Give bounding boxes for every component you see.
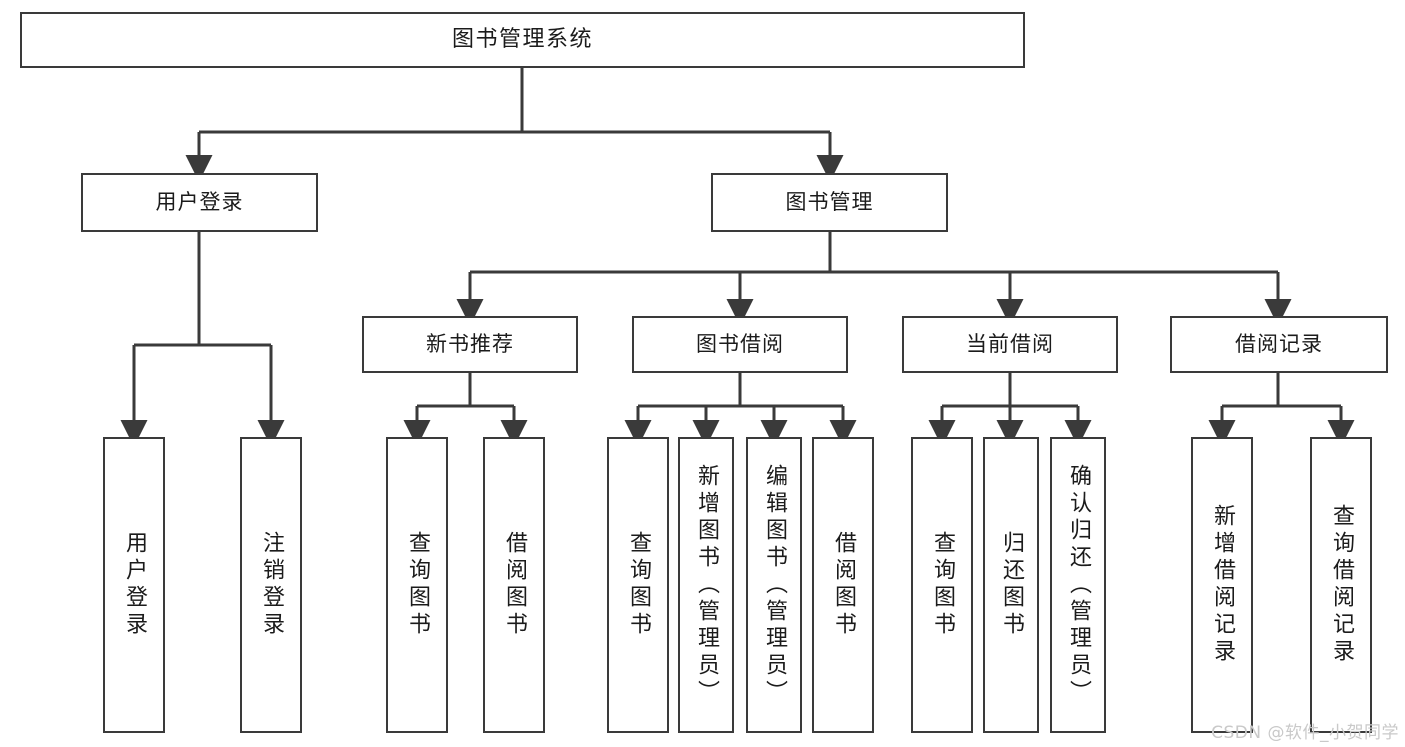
node-leaf-return-book[interactable]: 归还图书 [983,437,1039,733]
node-label: 注销登录 [259,531,284,639]
node-leaf-query-book-current[interactable]: 查询图书 [911,437,973,733]
node-label: 图书管理系统 [451,27,593,53]
node-label: 当前借阅 [966,332,1054,357]
node-label: 图书管理 [785,190,874,215]
node-leaf-borrow-book-recommend[interactable]: 借阅图书 [483,437,545,733]
node-root-system[interactable]: 图书管理系统 [20,12,1025,68]
node-label: 编辑图书（管理员） [762,463,787,707]
node-new-book-recommend[interactable]: 新书推荐 [362,316,578,373]
node-label: 查询图书 [626,531,651,639]
node-leaf-confirm-return-admin[interactable]: 确认归还（管理员） [1050,437,1106,733]
node-label: 用户登录 [122,531,147,639]
node-label: 借阅记录 [1235,332,1323,357]
node-leaf-user-login[interactable]: 用户登录 [103,437,165,733]
node-leaf-query-book-recommend[interactable]: 查询图书 [386,437,448,733]
node-label: 用户登录 [155,190,244,215]
node-leaf-query-book-borrow[interactable]: 查询图书 [607,437,669,733]
node-leaf-add-borrow-record[interactable]: 新增借阅记录 [1191,437,1253,733]
node-leaf-borrow-book[interactable]: 借阅图书 [812,437,874,733]
node-leaf-query-borrow-record[interactable]: 查询借阅记录 [1310,437,1372,733]
node-leaf-logout[interactable]: 注销登录 [240,437,302,733]
node-current-borrow[interactable]: 当前借阅 [902,316,1118,373]
node-label: 查询借阅记录 [1329,504,1354,666]
node-label: 借阅图书 [831,531,856,639]
node-label: 归还图书 [999,531,1024,639]
node-label: 查询图书 [930,531,955,639]
node-book-borrow[interactable]: 图书借阅 [632,316,848,373]
node-book-management[interactable]: 图书管理 [711,173,948,232]
node-label: 查询图书 [405,531,430,639]
node-user-login[interactable]: 用户登录 [81,173,318,232]
node-leaf-add-book-admin[interactable]: 新增图书（管理员） [678,437,734,733]
node-label: 新增图书（管理员） [694,463,719,707]
node-label: 确认归还（管理员） [1066,463,1091,707]
node-borrow-record[interactable]: 借阅记录 [1170,316,1388,373]
node-label: 新增借阅记录 [1210,504,1235,666]
node-label: 新书推荐 [426,332,514,357]
node-label: 借阅图书 [502,531,527,639]
node-label: 图书借阅 [696,332,784,357]
node-leaf-edit-book-admin[interactable]: 编辑图书（管理员） [746,437,802,733]
